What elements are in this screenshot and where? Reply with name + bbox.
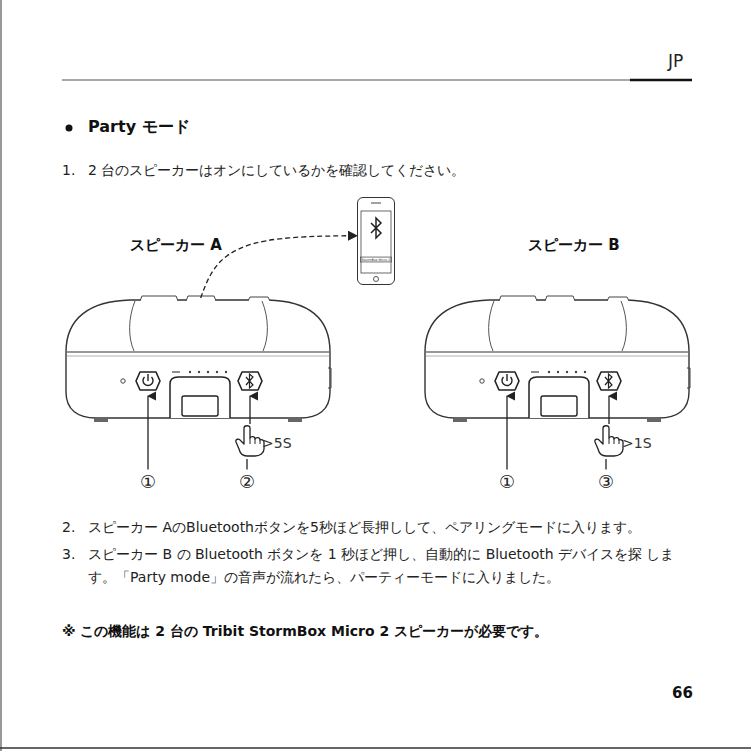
step-text: スピーカー AのBluetoothボタンを5秒ほど長押しして、ペアリングモードに…: [88, 516, 728, 539]
section-heading: Party モード: [88, 117, 190, 138]
step-text: スピーカー B の Bluetooth ボタンを 1 秒ほど押し、自動的に Bl…: [88, 543, 698, 589]
language-tag: JP: [668, 50, 683, 73]
callout-number: ①: [140, 470, 156, 493]
speaker: スピーカー A: [66, 298, 330, 418]
speaker-label: スピーカー B: [528, 236, 620, 255]
page-number: 66: [672, 682, 693, 705]
callout-number: ③: [598, 470, 614, 493]
press-duration: >1S: [622, 432, 652, 455]
step-number: 2.: [62, 516, 75, 539]
step-text: 2 台のスピーカーはオンにしているかを確認してください。: [88, 159, 688, 182]
phone: StormBox Micro 2: [357, 197, 395, 285]
step-number: 3.: [62, 543, 75, 566]
press-duration: >5S: [262, 432, 292, 455]
pairing-arrow: [201, 236, 357, 298]
screen-text: StormBox Micro 2: [360, 257, 392, 263]
callout-number: ①: [499, 470, 515, 493]
note: ※ この機能は 2 台の Tribit StormBox Micro 2 スピー…: [62, 620, 722, 643]
callout-number: ②: [239, 470, 255, 493]
speaker: スピーカー B: [425, 298, 689, 418]
step-number: 1.: [62, 159, 75, 182]
speaker-label: スピーカー A: [130, 236, 222, 255]
